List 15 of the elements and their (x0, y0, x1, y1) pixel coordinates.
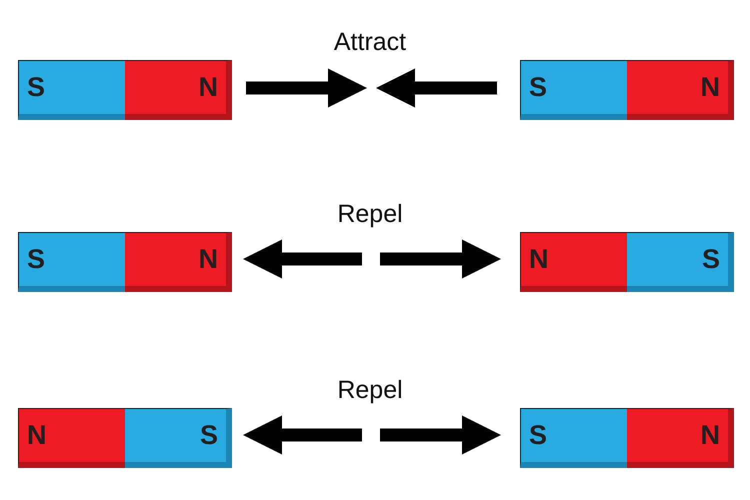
magnet-pole: N (520, 232, 627, 292)
magnet-pole: N (125, 60, 232, 120)
magnet-pole: S (18, 232, 125, 292)
magnet-pole: S (18, 60, 125, 120)
magnet-pole: N (125, 232, 232, 292)
caption-label: Repel (336, 200, 404, 229)
magnet-pole: S (520, 408, 627, 468)
magnet-pole: N (627, 408, 734, 468)
magnet-pole: S (125, 408, 232, 468)
magnet-pole: S (627, 232, 734, 292)
magnet-pole: N (18, 408, 125, 468)
magnet-pole: N (627, 60, 734, 120)
caption-label: Attract (332, 28, 408, 57)
magnet-pole: S (520, 60, 627, 120)
caption-label: Repel (336, 376, 404, 405)
